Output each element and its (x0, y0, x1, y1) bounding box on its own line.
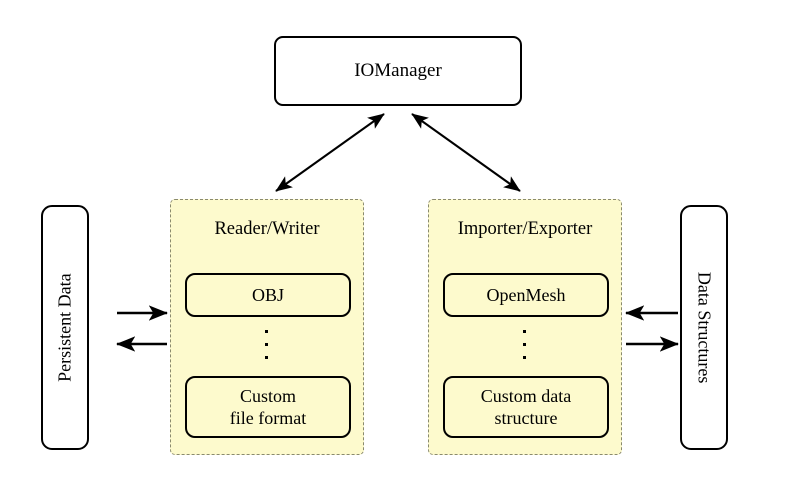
node-data-structures[interactable]: Data Structures (680, 205, 728, 450)
vertical-ellipsis-icon (523, 330, 527, 364)
item-obj-label: OBJ (251, 284, 284, 305)
node-iomanager-label: IOManager (354, 59, 442, 81)
item-custom-file-format-label: Custom file format (229, 385, 307, 429)
group-reader-writer[interactable]: Reader/Writer OBJ Custom file format (170, 199, 364, 455)
item-obj[interactable]: OBJ (185, 273, 351, 317)
node-iomanager[interactable]: IOManager (274, 36, 522, 106)
vertical-ellipsis-icon (265, 330, 269, 364)
node-persistent-data[interactable]: Persistent Data (41, 205, 89, 450)
item-custom-data-structure[interactable]: Custom data structure (443, 376, 609, 438)
node-data-structures-label: Data Structures (694, 271, 715, 384)
group-importer-exporter-title: Importer/Exporter (457, 219, 593, 239)
item-custom-file-format[interactable]: Custom file format (185, 376, 351, 438)
item-openmesh[interactable]: OpenMesh (443, 273, 609, 317)
group-importer-exporter[interactable]: Importer/Exporter OpenMesh Custom data s… (428, 199, 622, 455)
item-custom-data-structure-label: Custom data structure (480, 385, 572, 429)
arrow-iomanager-reader-writer (275, 113, 385, 192)
node-persistent-data-label: Persistent Data (54, 273, 75, 382)
item-openmesh-label: OpenMesh (486, 284, 566, 305)
group-reader-writer-title: Reader/Writer (214, 219, 320, 239)
arrow-iomanager-importer-exporter (411, 113, 521, 192)
